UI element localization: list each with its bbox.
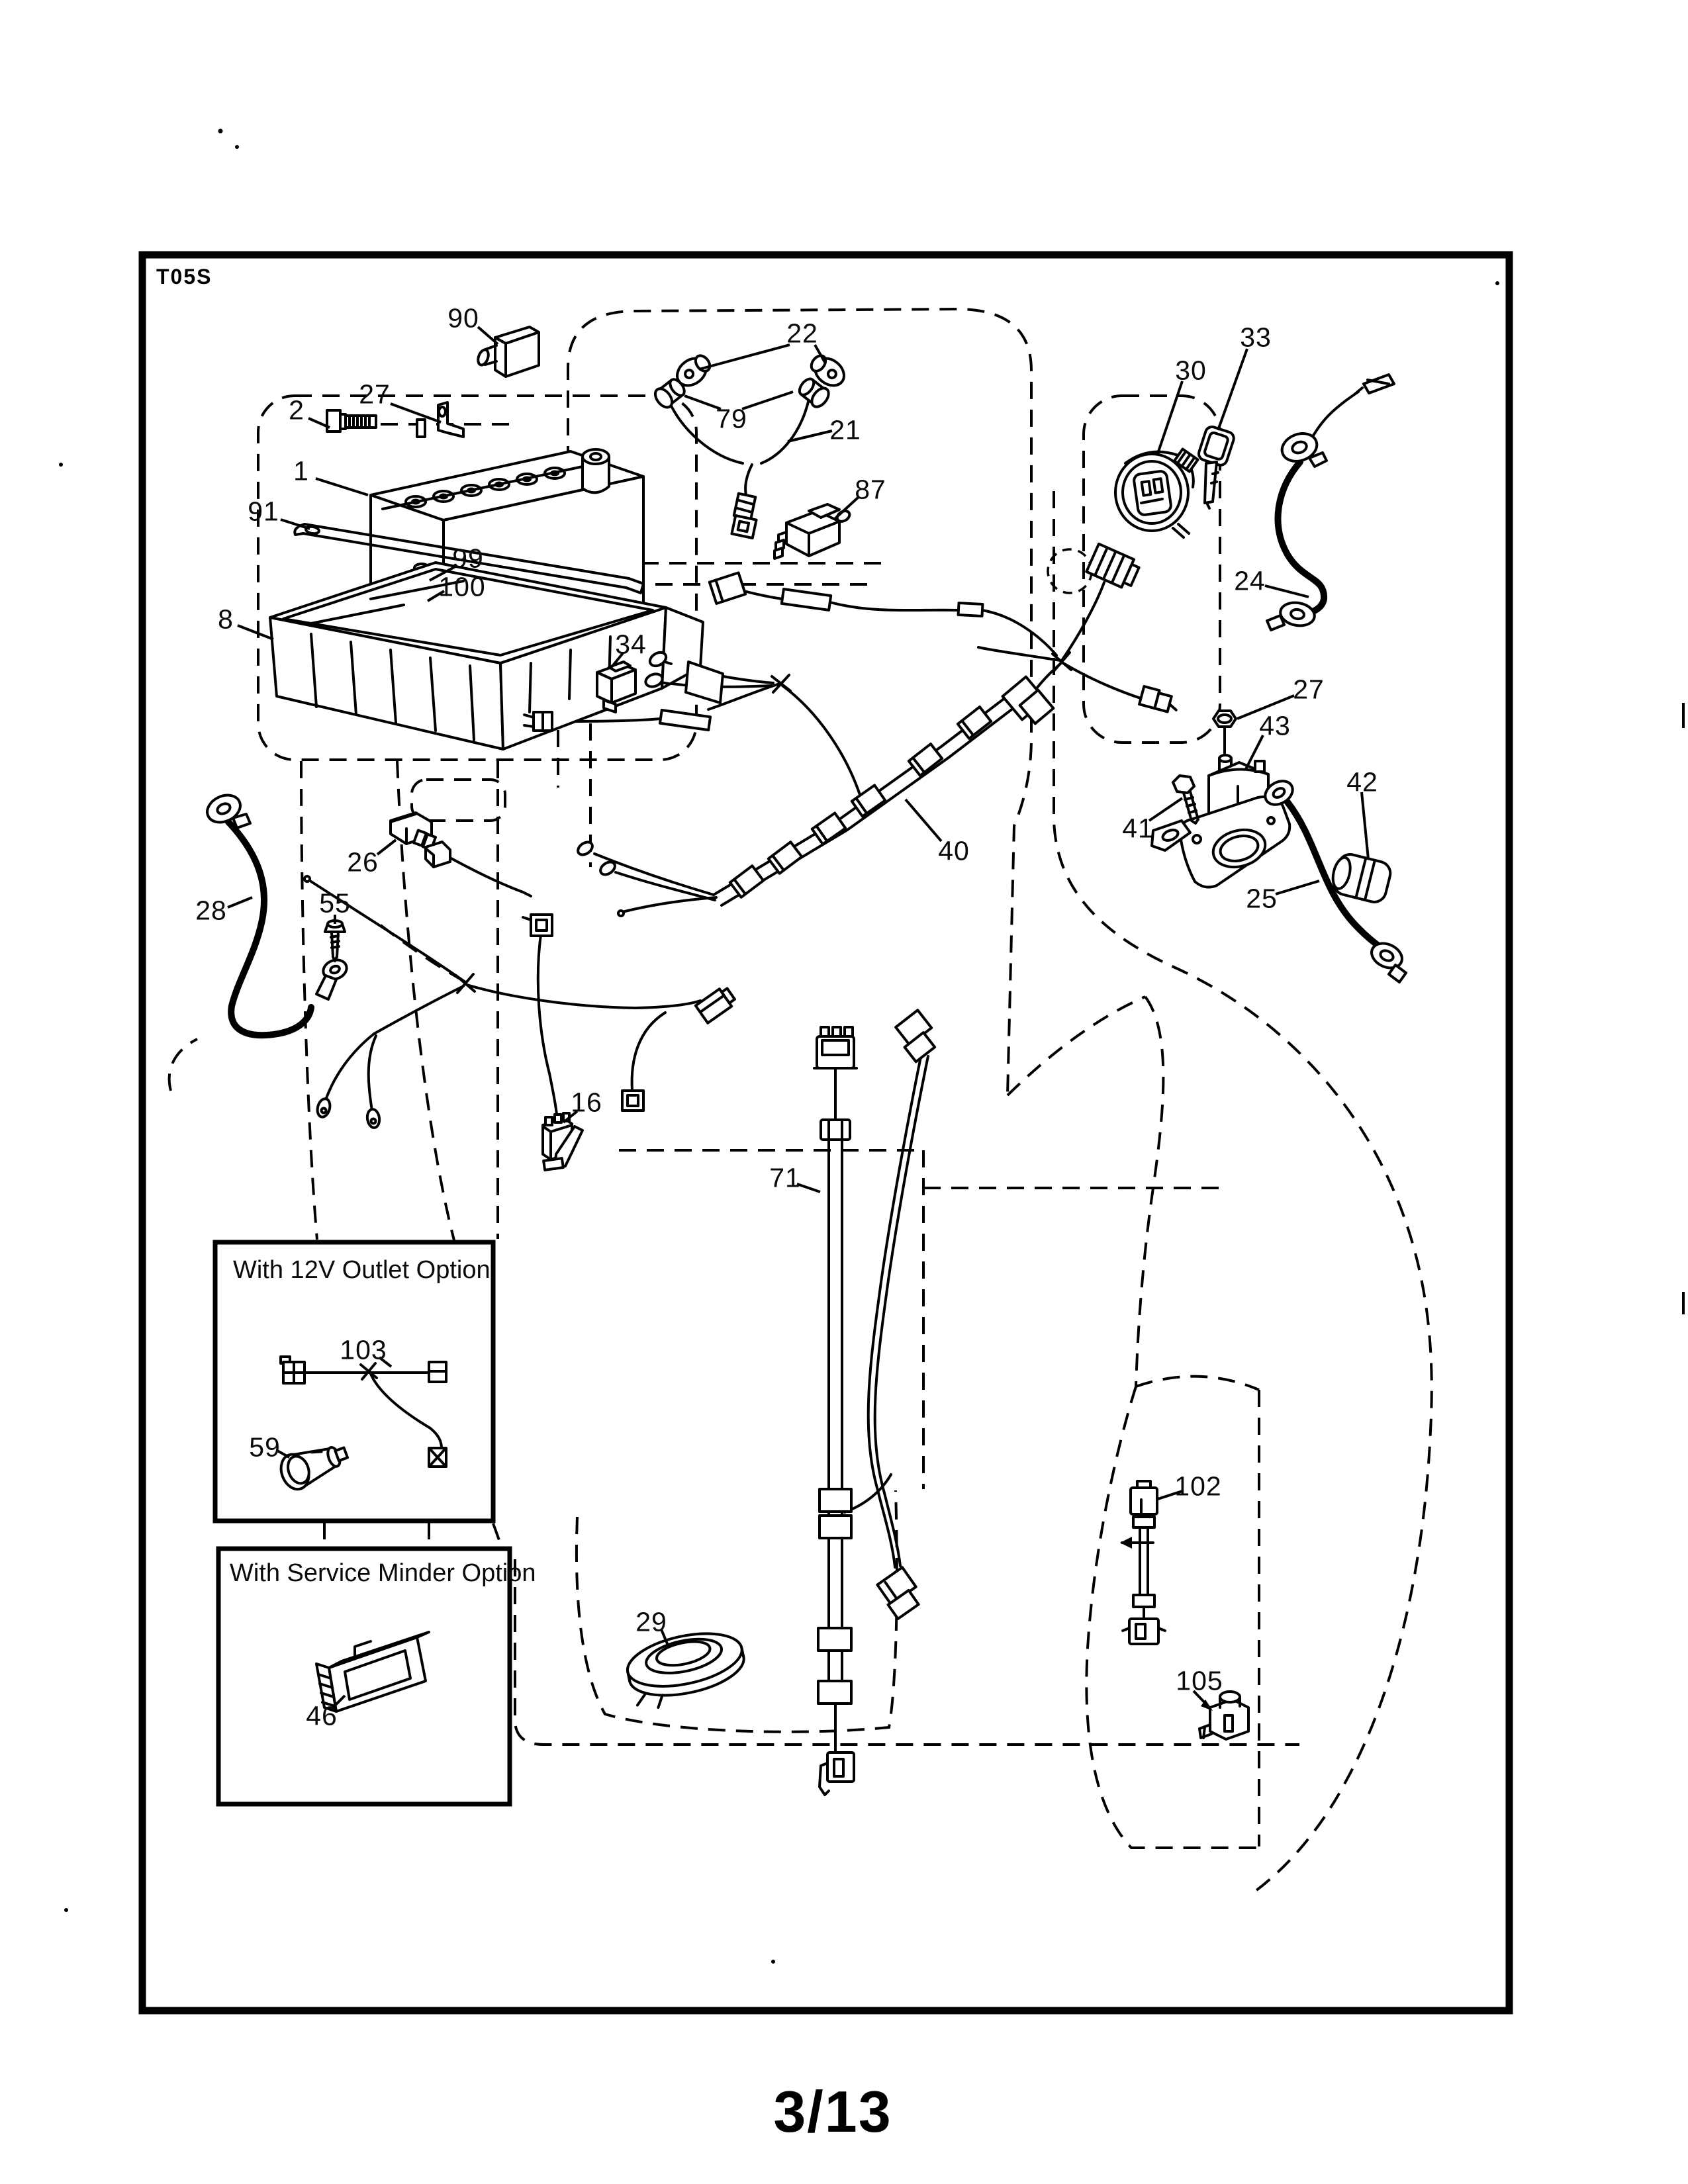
wire-102 xyxy=(1120,1480,1166,1645)
battery-clamp-27 xyxy=(437,401,465,438)
splice-marks xyxy=(359,651,1072,1381)
callout-43: 43 xyxy=(1259,710,1291,741)
callout-102: 102 xyxy=(1174,1471,1222,1502)
callout-26: 26 xyxy=(347,846,379,878)
callout-79: 79 xyxy=(716,403,747,434)
diagram-code: T05S xyxy=(156,265,212,289)
bolt-2 xyxy=(326,409,426,438)
callout-87: 87 xyxy=(855,474,886,505)
tape-segments xyxy=(658,571,984,732)
diagram-border xyxy=(138,251,1513,2015)
harness-21-connector xyxy=(730,492,758,540)
harness-103-connectors xyxy=(279,1355,447,1468)
battery-strap-91 xyxy=(293,523,645,594)
callout-41: 41 xyxy=(1122,813,1154,844)
callout-59: 59 xyxy=(249,1432,281,1463)
callout-46: 46 xyxy=(306,1700,338,1731)
outlet-59 xyxy=(279,1446,350,1491)
ground-cable-28 xyxy=(206,794,348,1001)
callout-105: 105 xyxy=(1176,1665,1223,1696)
service-minder-46 xyxy=(315,1631,430,1713)
heavy-cables xyxy=(225,459,1387,1039)
page-number: 3/13 xyxy=(773,2079,892,2144)
outlet-option-title: With 12V Outlet Option xyxy=(233,1256,491,1284)
bolt-41 xyxy=(1172,774,1199,825)
callout-leaders xyxy=(227,326,1370,1711)
callout-100: 100 xyxy=(438,571,486,602)
screw-55 xyxy=(324,919,346,962)
main-harness-40 xyxy=(523,542,1178,917)
clip-105 xyxy=(1198,1690,1250,1741)
solenoid-43 xyxy=(1150,754,1291,889)
harness-clips xyxy=(728,705,993,899)
ignition-switch-30 xyxy=(1114,447,1199,539)
callout-24: 24 xyxy=(1234,565,1266,596)
socket-79-right xyxy=(798,377,830,408)
key-33 xyxy=(1197,425,1235,510)
bulb-22-right xyxy=(810,354,845,387)
ring-terminals-fan xyxy=(577,841,625,917)
callout-42: 42 xyxy=(1346,766,1378,797)
callout-1: 1 xyxy=(293,455,309,486)
ground-cable-24 xyxy=(1266,373,1395,631)
grommet-29 xyxy=(626,1632,745,1709)
callout-99: 99 xyxy=(452,543,484,574)
outlet-option-box xyxy=(212,1240,496,1524)
flag-connector xyxy=(694,987,736,1024)
callout-25: 25 xyxy=(1246,883,1278,914)
scan-artifacts xyxy=(59,128,1685,1964)
callout-8: 8 xyxy=(218,604,234,635)
callout-21: 21 xyxy=(829,414,861,445)
switch-34 xyxy=(596,660,637,713)
callout-55: 55 xyxy=(319,887,351,919)
callout-91: 91 xyxy=(248,496,279,527)
edge-connector-d xyxy=(523,711,553,732)
headlamp-harness xyxy=(653,354,851,560)
callout-103: 103 xyxy=(340,1334,387,1365)
callout-71: 71 xyxy=(769,1162,801,1193)
callout-90: 90 xyxy=(447,302,479,334)
cable-71 xyxy=(813,1026,858,1796)
connector-b xyxy=(1138,685,1178,713)
callout-34: 34 xyxy=(615,629,647,660)
teardrop-terminals xyxy=(303,875,381,1129)
cable-25-terminals xyxy=(1264,780,1407,983)
service-minder-option-box xyxy=(216,1546,512,1807)
connector-i xyxy=(621,1089,645,1112)
spade-terminals-34 xyxy=(644,651,673,688)
nut-27 xyxy=(1212,709,1237,760)
callout-2: 2 xyxy=(289,394,305,426)
switch-87 xyxy=(773,503,851,560)
connector-h xyxy=(522,913,553,937)
branch-cable-connectors xyxy=(876,1009,937,1621)
callout-29: 29 xyxy=(635,1606,667,1637)
splice-net-hardware xyxy=(303,875,736,1171)
harness-top-connector xyxy=(1001,675,1055,725)
callout-30: 30 xyxy=(1175,355,1207,386)
fuse-holder-26 xyxy=(389,811,451,868)
outlet-option-parts xyxy=(279,1355,447,1491)
callout-40: 40 xyxy=(938,835,970,866)
callout-27-solenoid: 27 xyxy=(1293,674,1325,705)
solenoid-group xyxy=(1150,709,1407,983)
callout-27-battery: 27 xyxy=(359,379,391,410)
callout-16: 16 xyxy=(571,1087,602,1118)
callout-28: 28 xyxy=(195,895,227,926)
plug-90 xyxy=(477,326,540,378)
chassis-dashed-outlines xyxy=(167,307,1433,1892)
callout-33: 33 xyxy=(1240,322,1272,353)
switch-16 xyxy=(541,1112,584,1171)
connector-block-a xyxy=(1085,542,1141,589)
ignition-group xyxy=(1114,425,1235,539)
service-minder-option-title: With Service Minder Option xyxy=(230,1559,536,1587)
callout-22: 22 xyxy=(786,318,818,349)
socket-79-left xyxy=(653,378,686,409)
